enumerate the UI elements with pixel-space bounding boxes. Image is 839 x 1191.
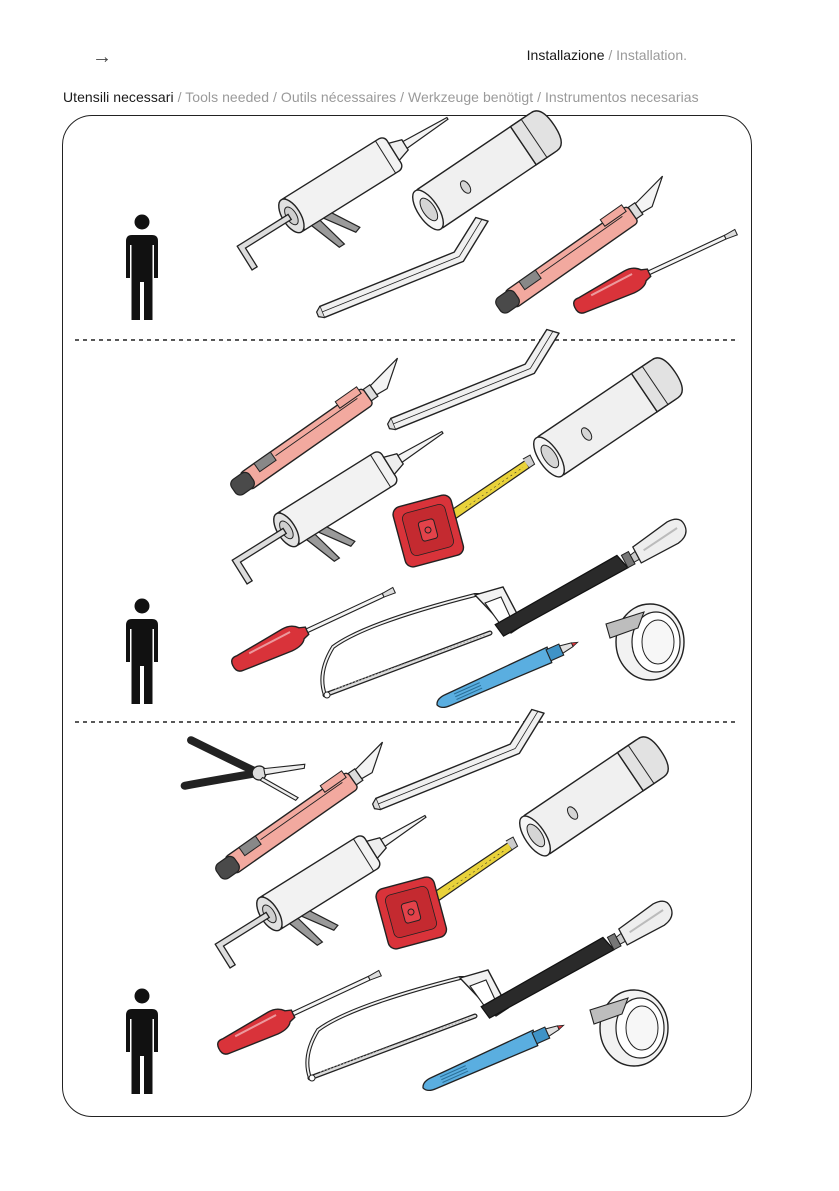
person-icon xyxy=(126,599,158,705)
person-icon xyxy=(126,215,158,321)
socket-wrench-icon xyxy=(514,732,674,861)
allen-key-icon xyxy=(377,326,569,432)
pliers-icon xyxy=(185,740,306,802)
person-icon xyxy=(126,989,158,1095)
socket-wrench-icon xyxy=(528,353,688,482)
allen-key-icon xyxy=(306,214,498,320)
tape-roll-icon xyxy=(606,604,684,680)
tape-measure-icon xyxy=(370,837,535,951)
tape-roll-icon xyxy=(590,990,668,1066)
tape-measure-icon xyxy=(387,455,552,569)
socket-wrench-icon xyxy=(407,106,567,235)
